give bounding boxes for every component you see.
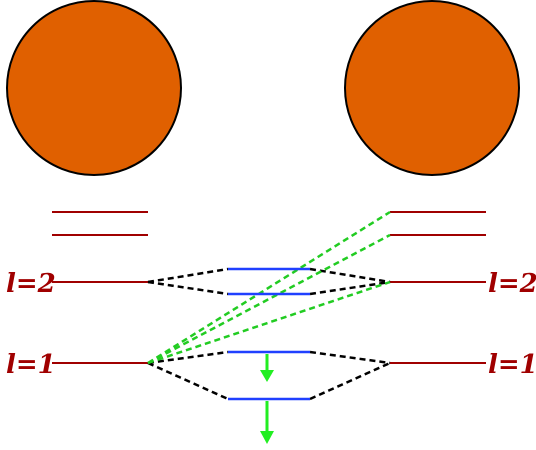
- correlation-lines: [147, 267, 391, 401]
- down-arrow-upper: [260, 354, 274, 382]
- cross-line-3: [147, 280, 391, 365]
- right-atom-sphere: [344, 0, 520, 176]
- corr-l1-right-upper: [309, 350, 391, 365]
- corr-l2-left-upper: [147, 267, 229, 284]
- down-arrow-lower: [260, 401, 274, 444]
- corr-l2-left-lower: [147, 280, 229, 296]
- label-left-l1: l=1: [6, 350, 56, 380]
- cross-line-1: [147, 210, 391, 365]
- corr-l1-right-lower: [309, 361, 391, 401]
- arrows: [260, 354, 274, 444]
- corr-l1-left-upper: [147, 350, 229, 365]
- left-atom-sphere: [6, 0, 182, 176]
- corr-l1-left-lower: [147, 361, 229, 401]
- label-right-l2: l=2: [488, 269, 536, 299]
- label-right-l1: l=1: [488, 350, 536, 380]
- label-left-l2: l=2: [6, 269, 56, 299]
- corr-l2-right-upper: [309, 267, 391, 284]
- right-atomic-levels: [390, 211, 486, 364]
- cross-line-2: [147, 233, 391, 365]
- corr-l2-right-lower: [309, 280, 391, 296]
- cross-correlation-lines: [147, 210, 391, 365]
- left-atomic-levels: [52, 211, 148, 364]
- molecular-levels: [228, 267, 310, 401]
